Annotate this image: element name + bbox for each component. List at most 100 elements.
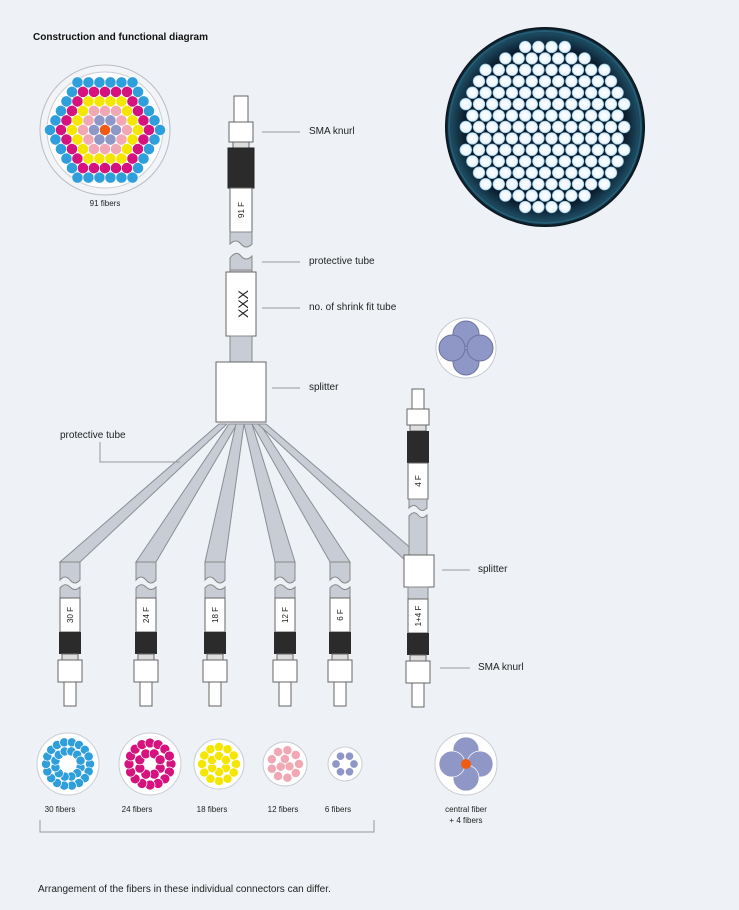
photo-fiber (466, 155, 479, 168)
photo-fiber (486, 120, 499, 134)
photo-fiber (585, 177, 598, 191)
photo-fiber (479, 86, 492, 99)
photo-fiber (591, 120, 604, 134)
side-bundle-cross-section-top (435, 317, 497, 379)
photo-fiber (492, 177, 505, 191)
photo-fiber (479, 132, 492, 145)
dark-sleeve (329, 632, 351, 654)
fiber-dot (331, 759, 341, 769)
photo-fiber (479, 63, 492, 77)
side-caption-line2: + 4 fibers (449, 816, 482, 825)
fiber-dot (231, 759, 241, 769)
top-bundle-cross-section (39, 64, 171, 196)
fiber-dot (75, 755, 86, 766)
photo-fiber (492, 63, 505, 77)
tube-end (135, 561, 157, 584)
photo-fiber (499, 120, 512, 134)
fiber-dot (205, 773, 216, 784)
sma-ferrule (278, 681, 292, 707)
shrink-tube-number: XXX (235, 289, 251, 318)
tube-end (274, 584, 296, 599)
central-fiber (461, 759, 471, 769)
photo-fiber (591, 97, 604, 111)
photo-fiber (525, 189, 538, 202)
fiber-dot (214, 776, 224, 786)
sma-knurl (202, 659, 228, 683)
fiber-dot (273, 746, 283, 757)
photo-fiber (538, 189, 552, 202)
top-sma-connector: 91 F (227, 95, 255, 233)
fiber-dot (164, 750, 175, 762)
photo-fiber (618, 120, 631, 134)
photo-fiber (512, 52, 525, 65)
photo-fiber (552, 143, 565, 157)
photo-fiber (552, 120, 565, 134)
side-lower-connector-label: 1+4 F (414, 606, 423, 627)
photo-fiber (591, 166, 604, 179)
photo-fiber (565, 143, 578, 157)
photo-fiber (479, 155, 492, 168)
fiber-dot (154, 124, 166, 136)
fiber-dot (282, 772, 293, 783)
photo-fiber (472, 75, 486, 88)
fiber-dot (282, 745, 293, 756)
fiber-dot (220, 755, 231, 765)
photo-fiber (598, 86, 611, 99)
photo-fiber (499, 166, 512, 179)
side-upper-connector: 4 F (406, 388, 430, 557)
fiber-dot (214, 742, 224, 752)
photo-fiber (472, 120, 486, 134)
tube-end (407, 586, 429, 600)
tube-end (204, 561, 226, 584)
photo-fiber (512, 97, 525, 111)
photo-fiber (545, 132, 558, 145)
shrink-tube-label: no. of shrink fit tube (309, 302, 397, 313)
side-upper-connector-label: 4 F (414, 475, 423, 487)
photo-fiber (538, 166, 552, 179)
sma-knurl (272, 659, 298, 683)
photo-fiber (565, 120, 578, 134)
top-bundle-caption: 91 fibers (90, 199, 121, 208)
main-splitter-label: splitter (309, 382, 339, 393)
photo-fiber (519, 40, 532, 54)
photo-fiber (486, 75, 499, 88)
photo-fiber (486, 166, 499, 179)
dark-sleeve (274, 632, 296, 654)
photo-fiber (578, 166, 591, 179)
photo-fiber (459, 97, 472, 111)
photo-fiber (519, 200, 532, 214)
photo-fiber (545, 155, 558, 168)
photo-fiber (472, 166, 486, 179)
fiber-dot (228, 750, 239, 761)
photo-fiber (499, 97, 512, 111)
photo-fiber (611, 109, 624, 122)
fiber-dot (290, 768, 301, 778)
photo-fiber (519, 109, 532, 122)
tube-end (59, 584, 81, 599)
photo-fiber (512, 143, 525, 157)
fiber-dot (294, 759, 304, 769)
fiber-dot (266, 754, 277, 765)
ferrule-ring (331, 653, 349, 661)
photo-fiber (558, 155, 571, 168)
branch-connector-label: 24 F (142, 607, 151, 623)
photo-fiber (545, 86, 558, 99)
photo-fiber (538, 97, 552, 111)
sma-knurl (327, 659, 353, 683)
photo-fiber (571, 177, 585, 191)
photo-fiber (578, 120, 591, 134)
protective-tube-top (229, 252, 253, 271)
fiber-dot (126, 171, 139, 184)
photo-fiber (519, 132, 532, 145)
photo-fiber (459, 120, 472, 134)
fiber-dot (335, 767, 346, 777)
photo-fiber (492, 86, 505, 99)
photo-fiber (611, 132, 624, 145)
photo-fiber (591, 143, 604, 157)
photo-fiber (598, 132, 611, 145)
photo-fiber (578, 52, 591, 65)
branch-connector-label: 30 F (66, 607, 75, 623)
fiber-dot (273, 771, 283, 782)
photo-fiber (466, 109, 479, 122)
photo-fiber (578, 97, 591, 111)
